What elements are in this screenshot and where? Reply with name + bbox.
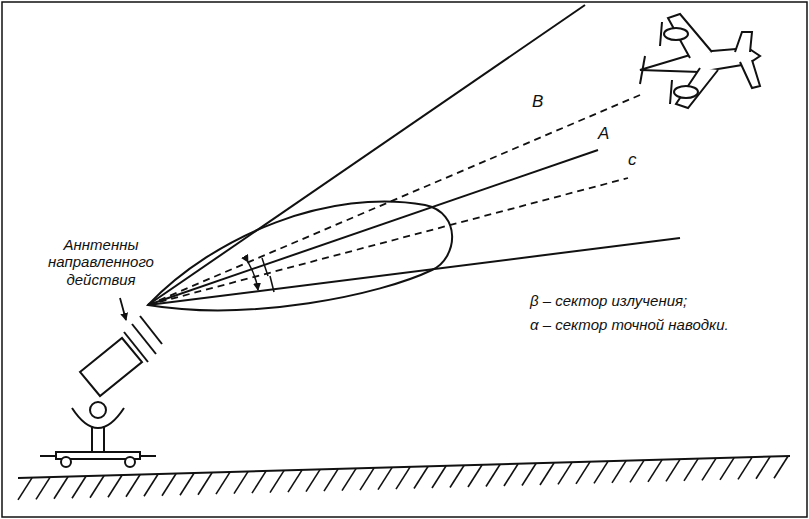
cart-wheel [61, 457, 71, 467]
hatch-stroke [144, 474, 158, 496]
hatch-stroke [414, 467, 428, 489]
hatch-stroke [324, 469, 338, 491]
hatch-stroke [378, 468, 392, 490]
hatch-stroke [216, 472, 230, 494]
hatch-stroke [576, 462, 590, 484]
hatch-stroke [558, 462, 572, 484]
hatch-stroke [90, 476, 104, 498]
hatch-stroke [288, 470, 302, 492]
cart-wheel [125, 457, 135, 467]
hatch-stroke [432, 466, 446, 488]
line-letter: c [628, 150, 637, 170]
hatch-stroke [162, 474, 176, 496]
hatch-stroke [738, 457, 752, 479]
antenna-plate [140, 316, 162, 344]
hatch-stroke [522, 463, 536, 485]
dashed-b [148, 95, 640, 305]
hatch-stroke [486, 464, 500, 486]
dashed-c [148, 178, 628, 305]
hatch-stroke [306, 470, 320, 492]
leader-arrow [120, 298, 126, 320]
hatch-stroke [252, 471, 266, 493]
part-label: Аннтенны направленного действия [42, 236, 160, 288]
antenna-plate [132, 324, 156, 354]
ground-hatching [18, 456, 788, 500]
sector-tick [270, 276, 274, 292]
hatch-stroke [504, 464, 518, 486]
hatch-stroke [756, 457, 770, 479]
hatch-stroke [648, 460, 662, 482]
hatch-stroke [72, 476, 86, 498]
hatch-stroke [468, 465, 482, 487]
mount-pivot [90, 402, 106, 418]
hatch-stroke [108, 475, 122, 497]
hatch-stroke [702, 458, 716, 480]
hatch-stroke [180, 473, 194, 495]
hatch-stroke [450, 466, 464, 488]
sector-ray-upper [148, 5, 585, 305]
hatch-stroke [612, 461, 626, 483]
hatch-stroke [342, 469, 356, 491]
line-letter: A [598, 124, 609, 144]
hatch-stroke [270, 471, 284, 493]
hatch-stroke [720, 458, 734, 480]
hatch-stroke [396, 467, 410, 489]
hatch-stroke [234, 472, 248, 494]
radiation-lobe [148, 202, 452, 311]
hatch-stroke [126, 475, 140, 497]
aircraft [640, 14, 760, 108]
hatch-stroke [18, 478, 32, 500]
alpha-arc [248, 262, 258, 290]
hatch-stroke [54, 477, 68, 499]
legend-note: β – сектор излучения; [530, 292, 687, 309]
hatch-stroke [684, 459, 698, 481]
axis-a [148, 150, 598, 305]
cart-bar [140, 455, 156, 457]
hatch-stroke [360, 468, 374, 490]
line-letter: B [532, 92, 543, 112]
antenna-plate [124, 332, 148, 362]
legend-note: α – сектор точной наводки. [530, 316, 729, 333]
hatch-stroke [594, 461, 608, 483]
hatch-stroke [198, 473, 212, 495]
hatch-stroke [36, 477, 50, 499]
antenna-housing [80, 338, 142, 396]
hatch-stroke [666, 459, 680, 481]
hatch-stroke [774, 456, 788, 478]
cart-bar [40, 455, 56, 457]
hatch-stroke [540, 463, 554, 485]
sector-tick [262, 258, 268, 276]
hatch-stroke [630, 460, 644, 482]
